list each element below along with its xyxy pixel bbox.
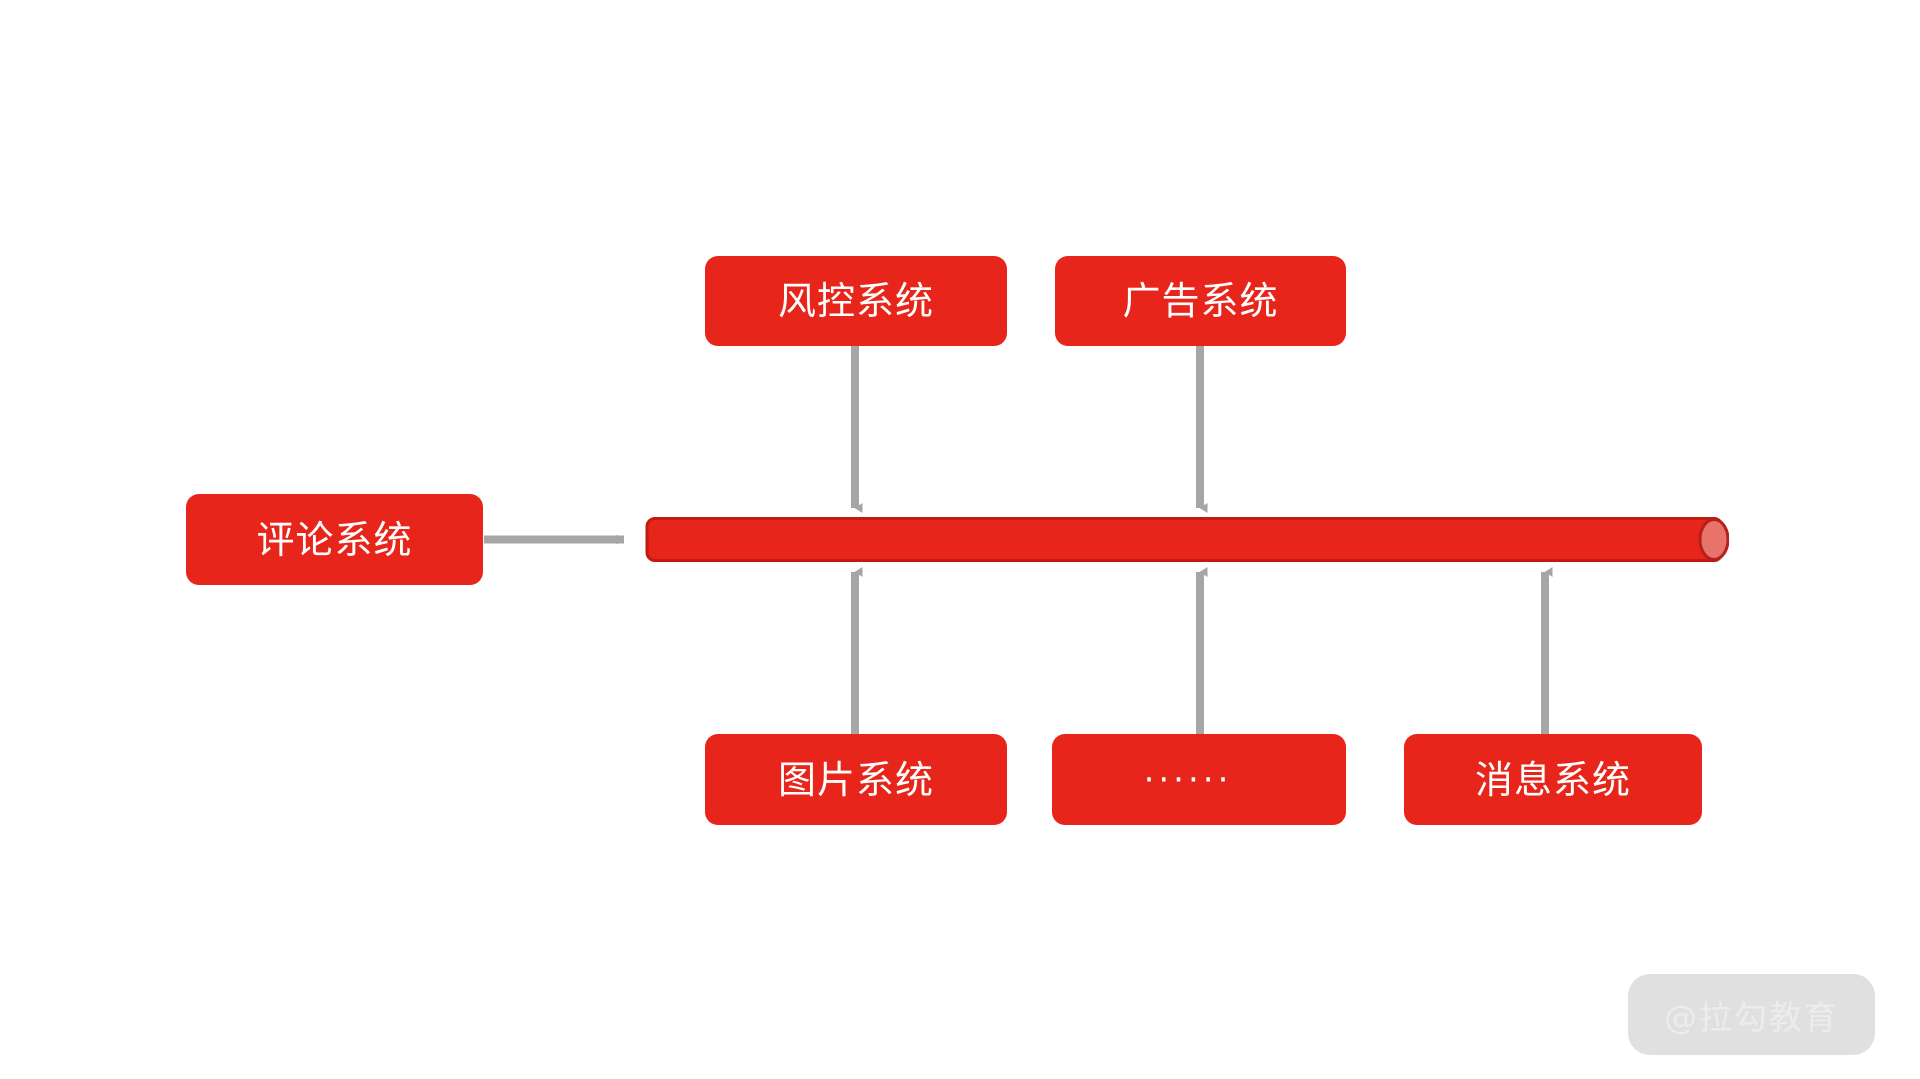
node-image-system-label: 图片系统 [777, 757, 934, 802]
node-image-system[interactable]: 图片系统 [705, 734, 1007, 825]
node-comment-system[interactable]: 评论系统 [186, 494, 483, 585]
node-message-system-label: 消息系统 [1474, 757, 1631, 802]
pipeline-body [645, 517, 1724, 562]
node-risk-control-system-label: 风控系统 [777, 279, 934, 323]
node-advertising-system-label: 广告系统 [1122, 279, 1279, 323]
node-message-system[interactable]: 消息系统 [1404, 734, 1702, 825]
node-risk-control-system[interactable]: 风控系统 [705, 256, 1007, 346]
node-comment-system-label: 评论系统 [256, 517, 413, 562]
node-ellipsis-system-label: ······ [1143, 759, 1233, 800]
node-advertising-system[interactable]: 广告系统 [1055, 256, 1346, 346]
message-queue-pipeline[interactable] [640, 517, 1729, 562]
pipeline-end-cap [1698, 518, 1729, 561]
node-ellipsis-system[interactable]: ······ [1052, 734, 1346, 825]
watermark-text: @拉勾教育 [1664, 997, 1839, 1037]
watermark-badge: @拉勾教育 [1628, 974, 1875, 1055]
